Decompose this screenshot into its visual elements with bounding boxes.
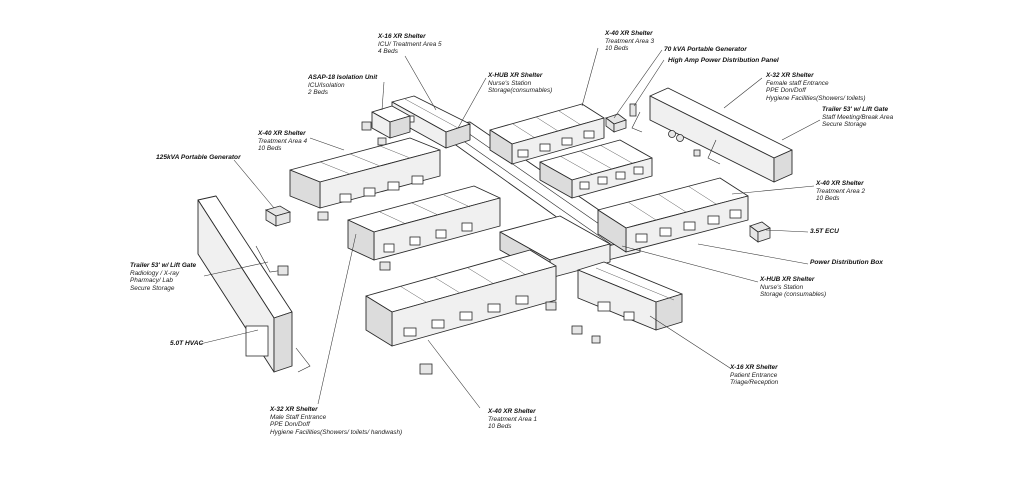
callout-line: PPE Don/Doff <box>766 87 806 95</box>
callout-x40-treatment-area-4: X-40 XR Shelter Treatment Area 4 10 Beds <box>258 130 307 153</box>
callout-line: 3.5T ECU <box>810 228 839 235</box>
callout-power-distribution-box: Power Distribution Box <box>810 259 883 267</box>
callout-x16-bottom: X-16 XR Shelter Patient Entrance Triage/… <box>730 364 778 387</box>
callout-line: Treatment Area 3 <box>605 37 655 45</box>
callout-generator-70kva: 70 kVA Portable Generator <box>664 46 747 54</box>
x40-shelter-treatment-area-1 <box>365 249 557 375</box>
callout-line: 5.0T HVAC <box>170 340 204 347</box>
x16-shelter-patient-entrance <box>571 261 683 344</box>
x40-shelter-treatment-area-3 <box>489 103 605 165</box>
callout-line: ICU/ Treatment Area 5 <box>378 40 442 48</box>
callout-line: Male Staff Entrance <box>270 413 327 421</box>
callout-line: Staff Meeting/Break Area <box>822 113 894 121</box>
callout-line: 4 Beds <box>378 48 398 56</box>
callout-xhub-bottom: X-HUB XR Shelter Nurse's Station Storage… <box>760 276 826 299</box>
callout-line: Treatment Area 4 <box>258 137 308 145</box>
callout-line: 125kVA Portable Generator <box>156 154 241 161</box>
callout-x32-male: X-32 XR Shelter Male Staff Entrance PPE … <box>270 406 402 436</box>
callout-line: 10 Beds <box>816 195 840 203</box>
callout-line: X-40 XR Shelter <box>605 30 653 37</box>
callout-line: Nurse's Station <box>760 283 804 291</box>
callout-line: 10 Beds <box>488 423 512 431</box>
callout-line: X-16 XR Shelter <box>730 364 778 371</box>
callout-line: 2 Beds <box>308 89 328 97</box>
callout-line: X-40 XR Shelter <box>258 130 306 137</box>
generator-125kva <box>265 205 291 227</box>
callout-line: Power Distribution Box <box>810 259 883 266</box>
callout-ecu: 3.5T ECU <box>810 228 839 236</box>
x40-shelter-treatment-area-4 <box>289 137 441 221</box>
callout-trailer-left: Trailer 53' w/ Lift Gate Radiology / X-r… <box>130 262 196 292</box>
callout-line: High Amp Power Distribution Panel <box>668 57 779 64</box>
callout-line: Storage (consumables) <box>760 291 827 299</box>
callout-trailer-right: Trailer 53' w/ Lift Gate Staff Meeting/B… <box>822 106 893 129</box>
callout-line: Storage(consumables) <box>488 87 553 95</box>
callout-line: Secure Storage <box>130 284 175 292</box>
leader-lines <box>199 47 821 409</box>
callout-line: X-16 XR Shelter <box>378 33 426 40</box>
callout-line: Hygiene Facilities(Showers/ toilets) <box>766 94 866 102</box>
callout-x40-treatment-area-2: X-40 XR Shelter Treatment Area 2 10 Beds <box>816 180 865 203</box>
callout-line: Patient Entrance <box>730 371 778 379</box>
callout-line: Nurse's Station <box>488 79 532 87</box>
callout-line: Hygiene Facilities(Showers/ toilets/ han… <box>270 428 403 436</box>
callout-line: X-32 XR Shelter <box>270 406 318 413</box>
callout-line: PPE Don/Doff <box>270 421 310 429</box>
callout-line: Triage/Reception <box>730 379 779 387</box>
x40-shelter-inner <box>347 185 501 271</box>
x40-shelter-treatment-area-2 <box>597 177 749 253</box>
callout-line: X-32 XR Shelter <box>766 72 814 79</box>
callout-x32-female: X-32 XR Shelter Female staff Entrance PP… <box>766 72 865 102</box>
callout-line: X-40 XR Shelter <box>488 408 536 415</box>
callout-line: 10 Beds <box>258 145 282 153</box>
callout-xhub-top: X-HUB XR Shelter Nurse's Station Storage… <box>488 72 552 95</box>
callout-hvac: 5.0T HVAC <box>170 340 203 348</box>
trailer-right <box>631 87 793 183</box>
callout-line: Trailer 53' w/ Lift Gate <box>822 106 889 113</box>
callout-line: Secure Storage <box>822 121 867 129</box>
callout-line: Pharmacy/ Lab <box>130 277 173 285</box>
callout-line: X-HUB XR Shelter <box>760 276 815 283</box>
callout-line: Trailer 53' w/ Lift Gate <box>130 262 197 269</box>
callout-asap18: ASAP-18 Isolation Unit ICU/Isolation 2 B… <box>308 74 377 97</box>
callout-line: Treatment Area 1 <box>488 415 538 423</box>
x32-shelter-female-staff <box>539 139 653 199</box>
callout-line: Treatment Area 2 <box>816 187 866 195</box>
trailer-left <box>197 195 311 373</box>
callout-line: X-40 XR Shelter <box>816 180 864 187</box>
callout-x40-treatment-area-1: X-40 XR Shelter Treatment Area 1 10 Beds <box>488 408 537 431</box>
callout-line: Radiology / X-ray <box>130 269 180 277</box>
callout-x40-treatment-area-3: X-40 XR Shelter Treatment Area 3 10 Beds <box>605 30 654 53</box>
callout-generator-125kva: 125kVA Portable Generator <box>156 154 241 162</box>
ecu-unit <box>749 221 771 243</box>
callout-power-distribution-panel: High Amp Power Distribution Panel <box>668 57 779 65</box>
callout-line: 10 Beds <box>605 45 629 53</box>
callout-line: ICU/Isolation <box>308 81 345 89</box>
generator-70kva <box>605 103 637 133</box>
callout-line: ASAP-18 Isolation Unit <box>308 74 378 81</box>
asap18-isolation-unit <box>361 105 411 146</box>
callout-x16-top: X-16 XR Shelter ICU/ Treatment Area 5 4 … <box>378 33 442 56</box>
callout-line: 70 kVA Portable Generator <box>664 46 747 53</box>
callout-line: X-HUB XR Shelter <box>488 72 543 79</box>
callout-line: Female staff Entrance <box>766 79 829 87</box>
